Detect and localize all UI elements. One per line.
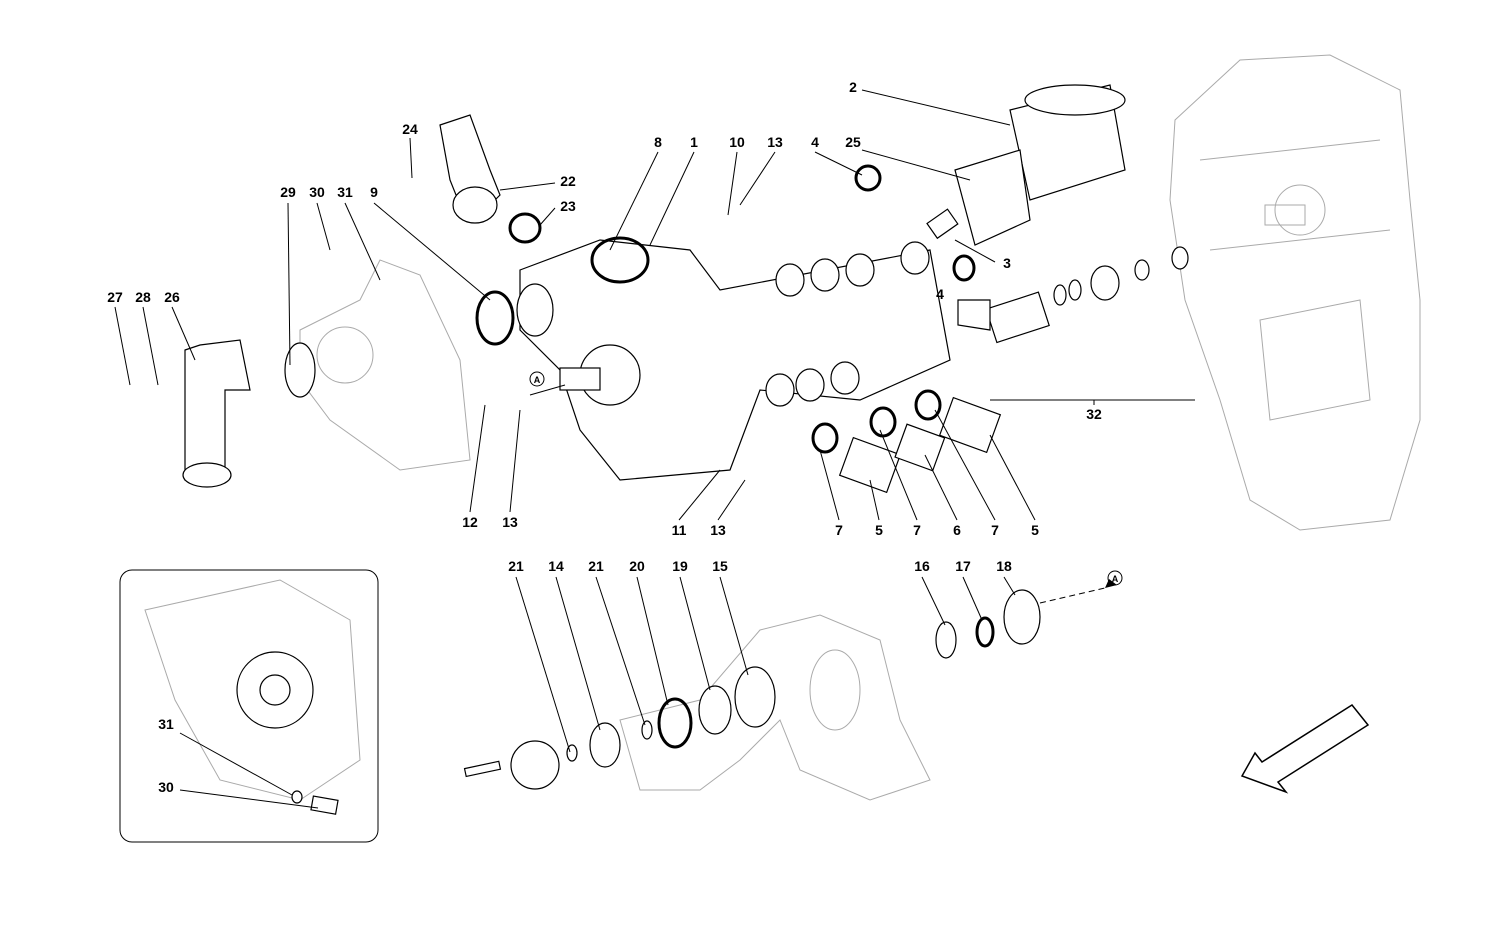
part-label: 5: [1031, 522, 1039, 538]
part-label: 16: [914, 558, 930, 574]
part-label: 13: [502, 514, 518, 530]
part-label: 18: [996, 558, 1012, 574]
pump-body: [516, 236, 951, 481]
part-label: 11: [672, 522, 687, 538]
pipe-assembly: [957, 246, 1189, 344]
part-label: 7: [991, 522, 999, 538]
thermostat-outlet: [182, 339, 316, 488]
orientation-arrow-icon: [1240, 704, 1370, 794]
part-labels: 2 24 8 1 10 13 4 25 22 23 29 30 31 9 3 4 27 28 26 32 12 13 11 1…: [107, 79, 1102, 574]
svg-text:A: A: [1112, 574, 1119, 584]
part-label: 32: [1086, 406, 1102, 422]
part-label: 9: [370, 184, 378, 200]
part-label: 21: [588, 558, 604, 574]
part-label: 4: [811, 134, 819, 150]
part-label: 1: [690, 134, 698, 150]
part-label: 26: [164, 289, 180, 305]
part-label: 24: [402, 121, 418, 137]
inset-label-31: 31: [158, 716, 174, 732]
part-label: 6: [953, 522, 961, 538]
part-label: 13: [710, 522, 726, 538]
part-label: 20: [629, 558, 645, 574]
engine-cover-left: [299, 259, 471, 471]
part-label: 28: [135, 289, 151, 305]
part-label: 15: [712, 558, 728, 574]
reference-marker-a-2: A: [1105, 570, 1123, 588]
part-label: 27: [107, 289, 123, 305]
gearbox-housing-right: [1169, 54, 1421, 531]
part-label: 23: [560, 198, 576, 214]
part-label: 13: [767, 134, 783, 150]
oil-filter: [926, 84, 1126, 246]
part-label: 17: [955, 558, 971, 574]
part-label: 12: [462, 514, 478, 530]
part-label: 3: [1003, 255, 1011, 271]
part-label: 29: [280, 184, 296, 200]
reference-marker-a: A: [529, 371, 545, 387]
part-label: 21: [508, 558, 524, 574]
part-label: 2: [849, 79, 857, 95]
inset-label-30: 30: [158, 779, 174, 795]
part-label: 19: [672, 558, 688, 574]
part-label: 25: [845, 134, 861, 150]
part-label: 8: [654, 134, 662, 150]
inset-view: 31 30: [119, 569, 379, 843]
svg-text:A: A: [534, 375, 541, 385]
part-label: 30: [309, 184, 325, 200]
part-label: 5: [875, 522, 883, 538]
filter-cartridges: [811, 164, 1002, 494]
lower-gear-parts: [463, 589, 1041, 790]
part-label: 7: [913, 522, 921, 538]
part-label: 22: [560, 173, 576, 189]
pump-cover-lower: [619, 614, 931, 801]
water-elbow: [439, 114, 542, 346]
part-label: 4: [936, 286, 944, 302]
leader-lines: [114, 89, 1195, 753]
part-label: 10: [729, 134, 745, 150]
part-label: 14: [548, 558, 564, 574]
part-label: 7: [835, 522, 843, 538]
part-label: 31: [337, 184, 353, 200]
